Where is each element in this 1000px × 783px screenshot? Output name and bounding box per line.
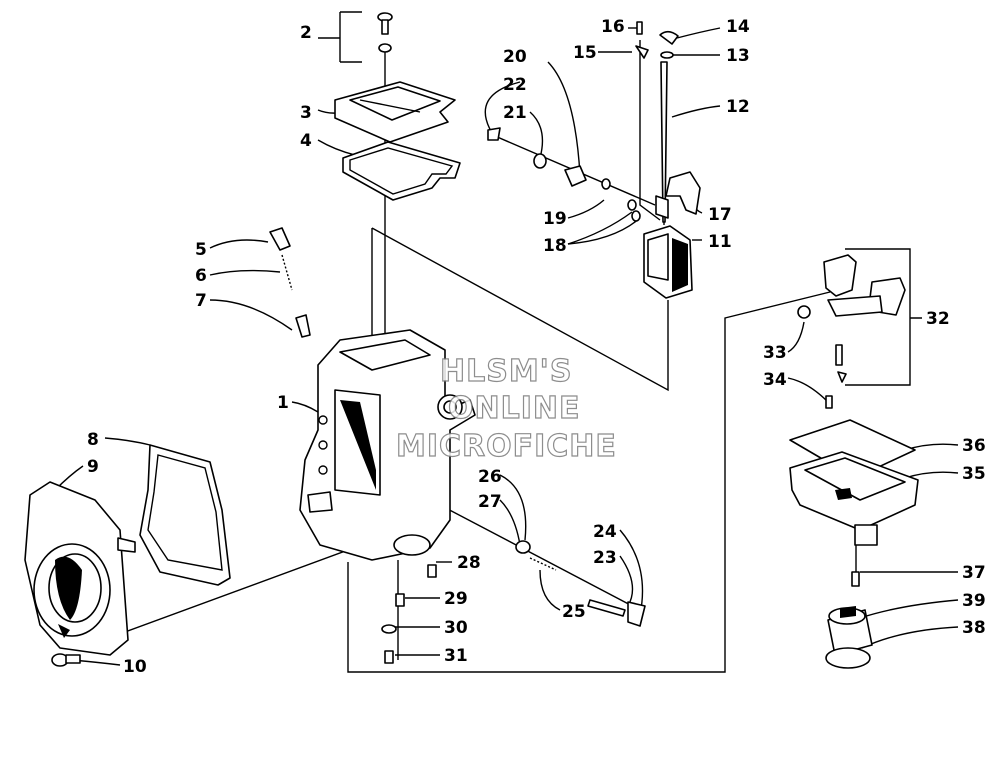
callout-6: 6 bbox=[195, 266, 207, 286]
lever-17-icon bbox=[655, 171, 701, 219]
pilot-jet-parts-icon bbox=[515, 540, 646, 627]
callout-labels: 2 3 4 5 6 7 1 8 9 10 20 22 21 19 18 16 1… bbox=[87, 17, 986, 677]
float-bowl-35-36-icon bbox=[789, 419, 919, 546]
screw-10-icon bbox=[51, 653, 81, 667]
watermark: HLSM'S ONLINE MICROFICHE bbox=[395, 353, 617, 464]
callout-18: 18 bbox=[543, 236, 567, 256]
callout-13: 13 bbox=[726, 46, 750, 66]
bolts-28-31-icon bbox=[381, 564, 437, 664]
callout-23: 23 bbox=[593, 548, 617, 568]
top-cover-3-icon bbox=[334, 81, 456, 143]
callout-26: 26 bbox=[478, 467, 502, 487]
flange-gasket-8-icon bbox=[139, 444, 231, 586]
callout-14: 14 bbox=[726, 17, 750, 37]
callout-16: 16 bbox=[601, 17, 625, 37]
callout-7: 7 bbox=[195, 291, 207, 311]
callout-32: 32 bbox=[926, 309, 950, 329]
callout-33: 33 bbox=[763, 343, 787, 363]
callout-29: 29 bbox=[444, 589, 468, 609]
pilot-screw-icon bbox=[269, 227, 311, 338]
callout-25: 25 bbox=[562, 602, 586, 622]
callout-38: 38 bbox=[962, 618, 986, 638]
throttle-valve-11-icon bbox=[643, 225, 693, 299]
callout-4: 4 bbox=[300, 131, 312, 151]
callout-19: 19 bbox=[543, 209, 567, 229]
callout-37: 37 bbox=[962, 563, 986, 583]
callout-11: 11 bbox=[708, 232, 732, 252]
callout-21: 21 bbox=[503, 103, 527, 123]
callout-20: 20 bbox=[503, 47, 527, 67]
callout-31: 31 bbox=[444, 646, 468, 666]
watermark-line-2: ONLINE bbox=[448, 391, 581, 426]
throttle-housing-9-icon bbox=[24, 481, 136, 656]
carburetor-body-1-icon bbox=[299, 329, 476, 561]
callout-39: 39 bbox=[962, 591, 986, 611]
callout-5: 5 bbox=[195, 240, 207, 260]
washer-18-19-icon bbox=[601, 178, 641, 222]
callout-2: 2 bbox=[300, 23, 312, 43]
callout-10: 10 bbox=[123, 657, 147, 677]
callout-12: 12 bbox=[726, 97, 750, 117]
float-assembly-32-icon bbox=[797, 254, 906, 383]
clip-13-14-icon bbox=[659, 30, 679, 59]
callout-9: 9 bbox=[87, 457, 99, 477]
watermark-line-3: MICROFICHE bbox=[396, 429, 617, 464]
callout-8: 8 bbox=[87, 430, 99, 450]
callout-35: 35 bbox=[962, 464, 986, 484]
screw-2-icon bbox=[377, 12, 393, 53]
callout-22: 22 bbox=[503, 75, 527, 95]
callout-3: 3 bbox=[300, 103, 312, 123]
callout-34: 34 bbox=[763, 370, 787, 390]
screw-34-icon bbox=[825, 395, 833, 409]
jet-needle-12-icon bbox=[660, 61, 668, 223]
shaft-parts-20-22-icon bbox=[487, 127, 587, 187]
callout-36: 36 bbox=[962, 436, 986, 456]
pin-15-16-icon bbox=[635, 21, 649, 59]
callout-28: 28 bbox=[457, 553, 481, 573]
drain-parts-37-39-icon bbox=[825, 571, 873, 669]
gasket-4-icon bbox=[342, 141, 461, 201]
callout-27: 27 bbox=[478, 492, 502, 512]
callout-15: 15 bbox=[573, 43, 597, 63]
callout-24: 24 bbox=[593, 522, 617, 542]
callout-30: 30 bbox=[444, 618, 468, 638]
callout-17: 17 bbox=[708, 205, 732, 225]
callout-1: 1 bbox=[277, 393, 289, 413]
watermark-line-1: HLSM'S bbox=[440, 354, 572, 389]
